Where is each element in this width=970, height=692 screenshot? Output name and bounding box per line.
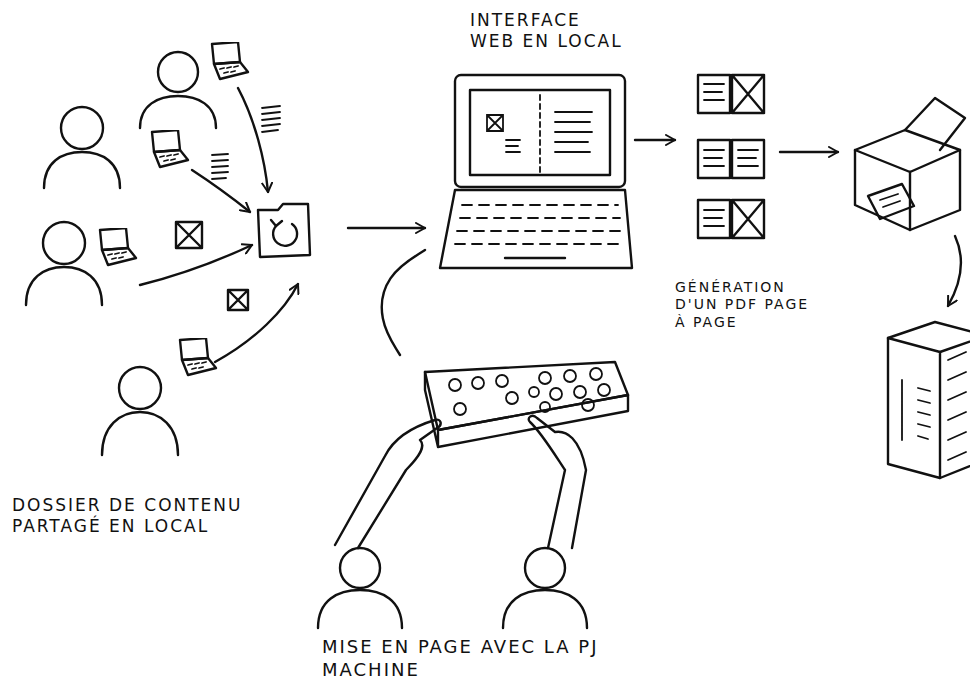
image-placeholder	[487, 115, 503, 131]
printer-edge	[855, 150, 960, 230]
button	[472, 377, 484, 389]
text-lines	[704, 210, 724, 226]
button	[496, 375, 508, 387]
connector	[348, 227, 425, 229]
button	[550, 388, 562, 400]
caption-text: MISE EN PAGE AVEC LA PJ MACHINE	[322, 636, 622, 681]
person-head	[61, 107, 103, 149]
text-lines	[704, 84, 724, 100]
button	[506, 392, 518, 404]
book-lines	[902, 380, 930, 440]
printed-sheet	[868, 184, 914, 219]
person-head	[340, 548, 380, 588]
right-arm	[529, 416, 586, 548]
pdf-spread	[698, 200, 764, 238]
person-body	[503, 590, 587, 628]
illustration-group: GÉNÉRATION D'UN PDF PAGE À PAGE	[675, 60, 815, 335]
upload-arrow	[238, 88, 268, 192]
person-body	[44, 152, 120, 188]
keyboard	[455, 205, 624, 244]
text-lines	[880, 194, 900, 207]
upload-arrow	[192, 170, 250, 212]
person-head	[525, 548, 565, 588]
person-head	[158, 52, 198, 92]
printer-paper	[905, 98, 965, 150]
controller-side	[425, 372, 628, 447]
person-head	[119, 367, 161, 409]
bind-arrow	[948, 236, 961, 306]
text-lines	[704, 150, 758, 166]
caption-text: DOSSIER DE CONTENU PARTAGÉ EN LOCAL	[12, 495, 302, 538]
laptop-icon	[100, 228, 136, 265]
controller-top	[425, 362, 628, 430]
person-body	[318, 590, 402, 628]
laptop-screen	[455, 75, 625, 187]
text-document	[262, 106, 280, 132]
button	[574, 386, 586, 398]
caption-text: INTERFACE WEB EN LOCAL	[470, 10, 630, 53]
text-lines	[506, 140, 520, 152]
pdf-spread	[698, 75, 764, 113]
image-placeholder	[176, 222, 202, 248]
trackpad	[505, 257, 565, 259]
laptop-icon	[212, 42, 248, 79]
illustration-group: INTERFACE WEB EN LOCAL	[425, 8, 635, 280]
button	[582, 399, 594, 411]
book-pages	[948, 352, 966, 460]
illustration-group: DOSSIER DE CONTENU PARTAGÉ EN LOCAL	[8, 30, 348, 545]
button	[540, 402, 550, 412]
button	[539, 372, 551, 384]
sync-arrow-head	[271, 220, 282, 226]
button	[590, 368, 602, 380]
person-body	[102, 412, 178, 455]
illustration-group: MISE EN PAGE AVEC LA PJ MACHINE	[300, 355, 645, 685]
person-body	[26, 267, 102, 305]
caption-text: GÉNÉRATION D'UN PDF PAGE À PAGE	[675, 279, 811, 332]
laptop-base	[440, 190, 632, 268]
upload-arrow	[140, 245, 252, 285]
print-arrow	[780, 151, 838, 153]
left-arm	[335, 420, 441, 548]
page-divider	[539, 95, 541, 172]
button	[529, 387, 539, 397]
text-lines	[555, 112, 592, 152]
pdf-spread	[698, 140, 764, 178]
shared-folder	[258, 204, 310, 257]
screen-content	[470, 90, 610, 175]
upload-arrow	[215, 284, 298, 362]
text-document	[212, 154, 228, 179]
button	[564, 370, 576, 382]
book-cover	[888, 338, 940, 478]
button	[454, 403, 466, 415]
book-edges	[888, 322, 970, 478]
sync-arrow	[273, 224, 297, 246]
controller-buttons	[449, 368, 610, 415]
button	[598, 384, 610, 396]
person-head	[43, 222, 85, 264]
laptop-icon	[152, 130, 188, 167]
button	[449, 379, 461, 391]
person-body	[140, 96, 216, 128]
laptop-icon	[180, 338, 216, 375]
connector	[382, 250, 425, 355]
printer-body	[855, 130, 960, 230]
image-placeholder	[228, 290, 248, 310]
connector	[635, 139, 675, 141]
